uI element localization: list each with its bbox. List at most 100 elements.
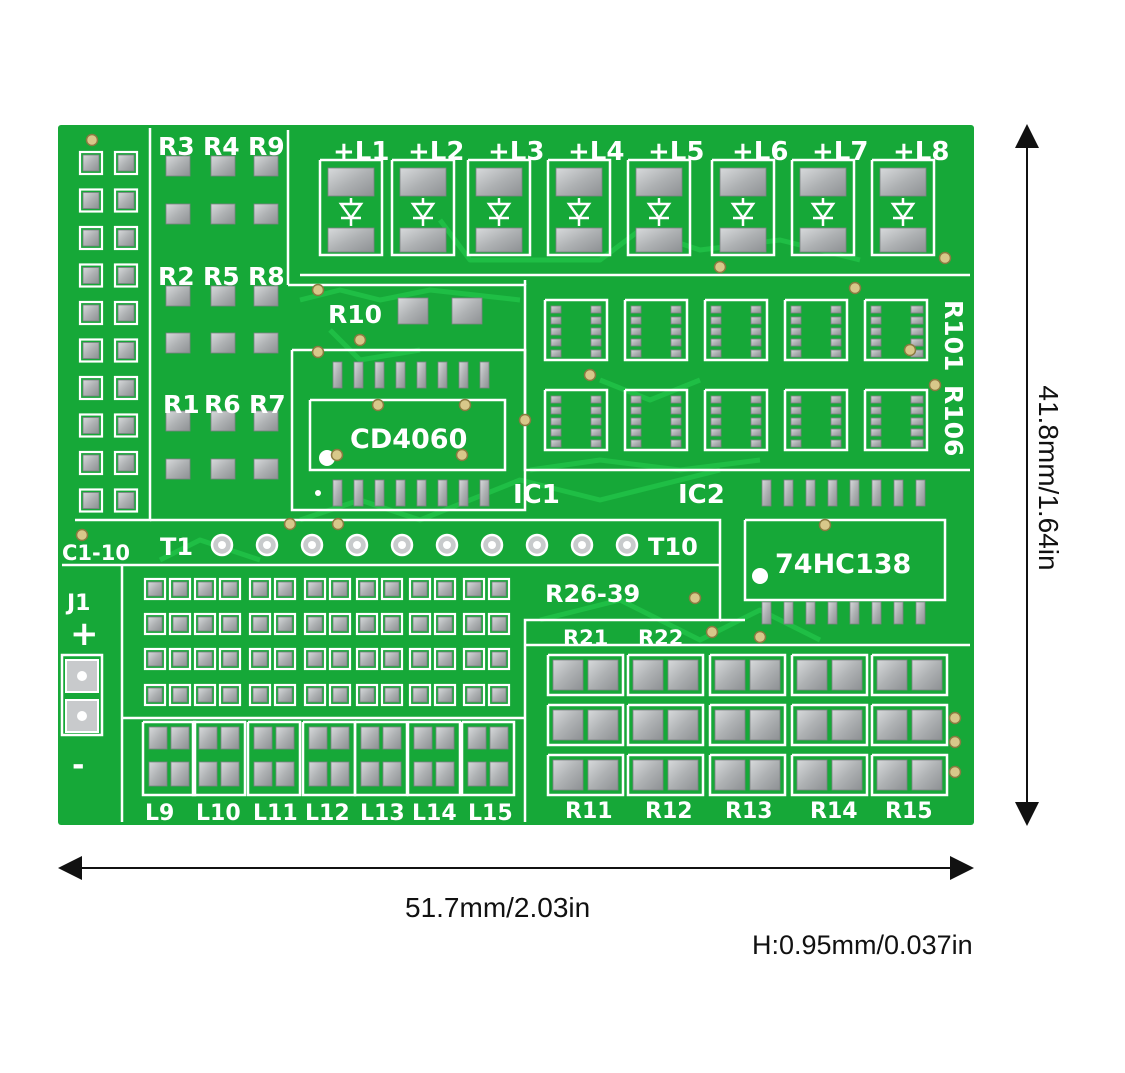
solder-pad [750, 349, 762, 358]
solder-pad [397, 297, 429, 325]
rnet-outline [783, 298, 849, 362]
solder-pad [911, 659, 943, 691]
via [848, 281, 862, 295]
pad-outline [408, 647, 432, 671]
solder-pad [395, 361, 406, 389]
solder-pad [252, 651, 268, 667]
solder-pad [710, 316, 722, 325]
silkscreen-lines [60, 128, 970, 822]
rnet-outline [543, 388, 609, 452]
silk-label: R14 [810, 799, 858, 824]
solder-pad [910, 406, 924, 415]
pad-outline [193, 683, 217, 707]
solder-pad [117, 454, 135, 472]
solder-pad [489, 726, 509, 750]
solder-pad [910, 316, 924, 325]
solder-pad [893, 601, 904, 625]
solder-pad [590, 417, 602, 426]
solder-pad [412, 581, 428, 597]
solder-pad [437, 361, 448, 389]
resistor-pad-outline [790, 653, 869, 697]
silk-label: +L5 [648, 137, 704, 167]
solder-pad [796, 709, 828, 741]
through-hole [263, 541, 271, 549]
solder-pad [458, 479, 469, 507]
silk-label: +L1 [333, 137, 389, 167]
solder-pad [799, 167, 847, 197]
solder-pad [552, 759, 584, 791]
solder-pad [359, 616, 375, 632]
solder-pad [670, 406, 682, 415]
solder-pad [148, 761, 168, 787]
via [518, 413, 532, 427]
solder-pad [475, 227, 523, 253]
solder-pad [830, 417, 842, 426]
solder-pad [670, 338, 682, 347]
solder-pad [830, 305, 842, 314]
solder-pad [590, 395, 602, 404]
solder-pad [359, 651, 375, 667]
silk-label: C1-10 [62, 541, 130, 565]
solder-pad [630, 316, 642, 325]
solder-pad [332, 361, 343, 389]
pad-outline [143, 683, 167, 707]
solder-pad [630, 417, 642, 426]
solder-pad [413, 726, 433, 750]
solder-pad [384, 651, 400, 667]
solder-pad [790, 428, 802, 437]
pad-outline [113, 225, 139, 251]
pad-outline [168, 612, 192, 636]
copper-trace [529, 457, 761, 473]
solder-pad [210, 410, 236, 432]
pad-outline [273, 647, 297, 671]
solder-pad [830, 406, 842, 415]
led-footprint-outline [390, 158, 456, 257]
solder-pad [870, 417, 882, 426]
solder-pad [210, 155, 236, 177]
solder-pad [590, 327, 602, 336]
solder-pad [830, 439, 842, 448]
solder-pad [670, 349, 682, 358]
copper-trace [299, 467, 721, 523]
via [948, 765, 962, 779]
pad-outline [78, 150, 104, 176]
solder-pad [871, 479, 882, 507]
rnet-outline [863, 388, 929, 452]
solder-pad [307, 616, 323, 632]
solder-pad [783, 479, 794, 507]
solder-pad [879, 167, 927, 197]
pad-outline [78, 413, 104, 438]
solder-pad [714, 759, 746, 791]
solder-pad [630, 305, 642, 314]
pad-outline [78, 188, 104, 213]
via [371, 398, 385, 412]
solder-pad [915, 479, 926, 507]
solder-pad [277, 651, 293, 667]
solder-pad [710, 406, 722, 415]
solder-pad [330, 726, 350, 750]
pad-outline [433, 683, 457, 707]
solder-pad [374, 479, 385, 507]
solder-pad [796, 759, 828, 791]
resistor-pad-outline [626, 753, 705, 797]
silk-label: +L7 [812, 137, 868, 167]
solder-pad [870, 327, 882, 336]
solder-pad [893, 479, 904, 507]
rnet-outline [703, 298, 769, 362]
pad-outline [487, 612, 511, 636]
solder-pad [147, 651, 163, 667]
solder-pad [253, 761, 273, 787]
solder-pad [491, 651, 507, 667]
through-hole [533, 541, 541, 549]
via [753, 630, 767, 644]
solder-pad [148, 726, 168, 750]
silk-label: R15 [885, 799, 933, 824]
solder-pad [587, 659, 619, 691]
solder-pad [849, 601, 860, 625]
solder-pad [82, 492, 100, 509]
solder-pad [632, 759, 664, 791]
pad-outline [273, 612, 297, 636]
pad-outline [113, 338, 139, 363]
pad-outline [433, 577, 457, 601]
solder-pad [555, 167, 603, 197]
